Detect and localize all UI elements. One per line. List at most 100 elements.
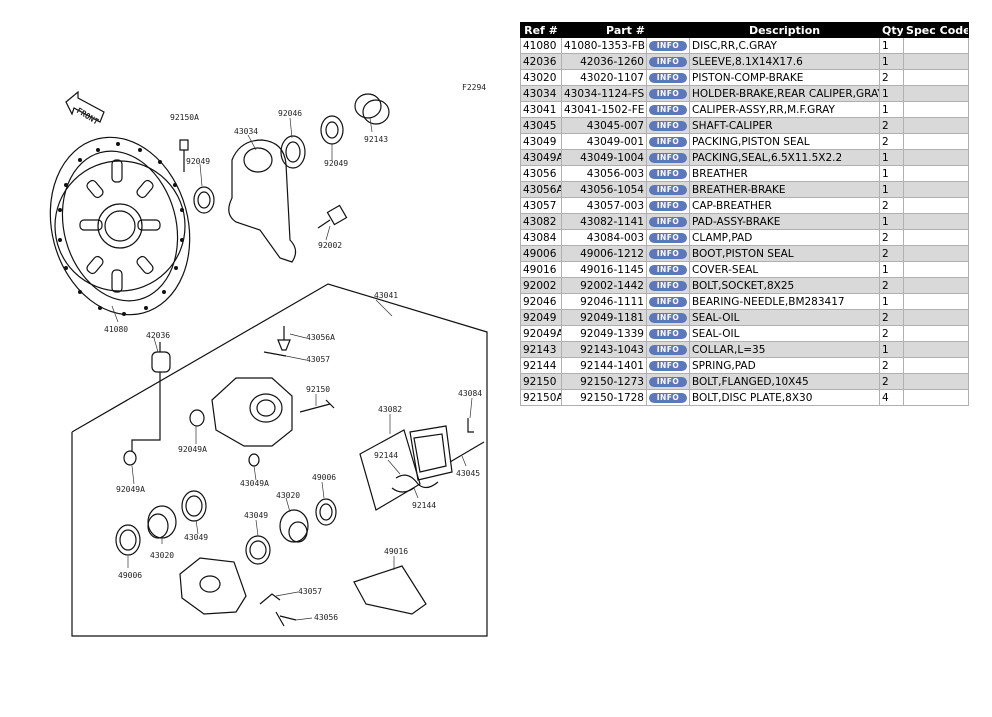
qty-cell: 4	[879, 389, 905, 406]
spec-code-cell	[903, 341, 970, 358]
qty-cell: 1	[879, 101, 905, 118]
info-button[interactable]: INFO	[649, 344, 687, 355]
callout-92049-left: 92049	[186, 157, 210, 166]
spec-code-cell	[903, 133, 970, 150]
info-button[interactable]: INFO	[649, 392, 687, 403]
callout-92143: 92143	[364, 135, 388, 144]
ref-cell: 43045	[520, 117, 562, 134]
callout-43057-top: 43057	[306, 355, 330, 364]
info-cell: INFO	[645, 197, 691, 214]
ref-cell: 43056	[520, 165, 562, 182]
qty-cell: 1	[879, 213, 905, 230]
ref-cell: 92002	[520, 277, 562, 294]
ref-cell: 43041	[520, 101, 562, 118]
spec-code-cell	[903, 245, 970, 262]
info-button[interactable]: INFO	[649, 72, 687, 83]
description-cell: SPRING,PAD	[689, 357, 881, 374]
part-number-cell: 43049-1004	[561, 149, 647, 166]
info-button[interactable]: INFO	[649, 200, 687, 211]
spec-code-cell	[903, 149, 970, 166]
spec-code-cell	[903, 293, 970, 310]
qty-cell: 1	[879, 165, 905, 182]
info-button[interactable]: INFO	[649, 376, 687, 387]
spec-code-cell	[903, 69, 970, 86]
info-cell: INFO	[645, 309, 691, 326]
qty-cell: 1	[879, 53, 905, 70]
description-cell: BOLT,DISC PLATE,8X30	[689, 389, 881, 406]
info-button[interactable]: INFO	[649, 88, 687, 99]
spec-code-cell	[903, 165, 970, 182]
info-button[interactable]: INFO	[649, 248, 687, 259]
callout-43049-mid: 43049	[244, 511, 268, 520]
spec-code-cell	[903, 53, 970, 70]
info-button[interactable]: INFO	[649, 56, 687, 67]
spec-code-cell	[903, 197, 970, 214]
info-button[interactable]: INFO	[649, 296, 687, 307]
part-number-cell: 43041-1502-FE	[561, 101, 647, 118]
callout-92049-right: 92049	[324, 159, 348, 168]
info-cell: INFO	[645, 85, 691, 102]
qty-cell: 2	[879, 197, 905, 214]
ref-cell: 43082	[520, 213, 562, 230]
description-cell: CALIPER-ASSY,RR,M.F.GRAY	[689, 101, 881, 118]
qty-cell: 2	[879, 357, 905, 374]
description-cell: BREATHER	[689, 165, 881, 182]
part-number-cell: 43056-003	[561, 165, 647, 182]
info-button[interactable]: INFO	[649, 280, 687, 291]
description-cell: CLAMP,PAD	[689, 229, 881, 246]
ref-cell: 43020	[520, 69, 562, 86]
info-button[interactable]: INFO	[649, 120, 687, 131]
front-arrow-icon	[65, 90, 105, 123]
info-button[interactable]: INFO	[649, 328, 687, 339]
info-button[interactable]: INFO	[649, 312, 687, 323]
callout-43056: 43056	[314, 613, 338, 622]
info-button[interactable]: INFO	[649, 264, 687, 275]
info-button[interactable]: INFO	[649, 104, 687, 115]
spec-code-cell	[903, 213, 970, 230]
info-cell: INFO	[645, 261, 691, 278]
qty-cell: 2	[879, 309, 905, 326]
spec-code-cell	[903, 325, 970, 342]
callout-43020-right: 43020	[276, 491, 300, 500]
info-cell: INFO	[645, 341, 691, 358]
info-cell: INFO	[645, 373, 691, 390]
description-cell: PISTON-COMP-BRAKE	[689, 69, 881, 86]
part-number-cell: 43020-1107	[561, 69, 647, 86]
parts-table: Ref # Part # Description Qty Spec Code 4…	[520, 22, 970, 406]
info-button[interactable]: INFO	[649, 360, 687, 371]
ref-cell: 49006	[520, 245, 562, 262]
info-button[interactable]: INFO	[649, 168, 687, 179]
qty-cell: 1	[879, 261, 905, 278]
callout-43082: 43082	[378, 405, 402, 414]
info-cell: INFO	[645, 101, 691, 118]
header-qty: Qty	[879, 22, 905, 38]
description-cell: BREATHER-BRAKE	[689, 181, 881, 198]
info-button[interactable]: INFO	[649, 136, 687, 147]
spec-code-cell	[903, 181, 970, 198]
part-number-cell: 92049-1339	[561, 325, 647, 342]
description-cell: SLEEVE,8.1X14X17.6	[689, 53, 881, 70]
info-cell: INFO	[645, 389, 691, 406]
part-number-cell: 92150-1728	[561, 389, 647, 406]
header-part: Part #	[560, 22, 691, 38]
part-number-cell: 43049-001	[561, 133, 647, 150]
callout-42036: 42036	[146, 331, 170, 340]
spec-code-cell	[903, 261, 970, 278]
info-button[interactable]: INFO	[649, 184, 687, 195]
info-button[interactable]: INFO	[649, 216, 687, 227]
spec-code-cell	[903, 389, 970, 406]
info-button[interactable]: INFO	[649, 40, 687, 51]
info-button[interactable]: INFO	[649, 232, 687, 243]
info-button[interactable]: INFO	[649, 152, 687, 163]
qty-cell: 1	[879, 293, 905, 310]
spec-code-cell	[903, 373, 970, 390]
description-cell: PACKING,PISTON SEAL	[689, 133, 881, 150]
